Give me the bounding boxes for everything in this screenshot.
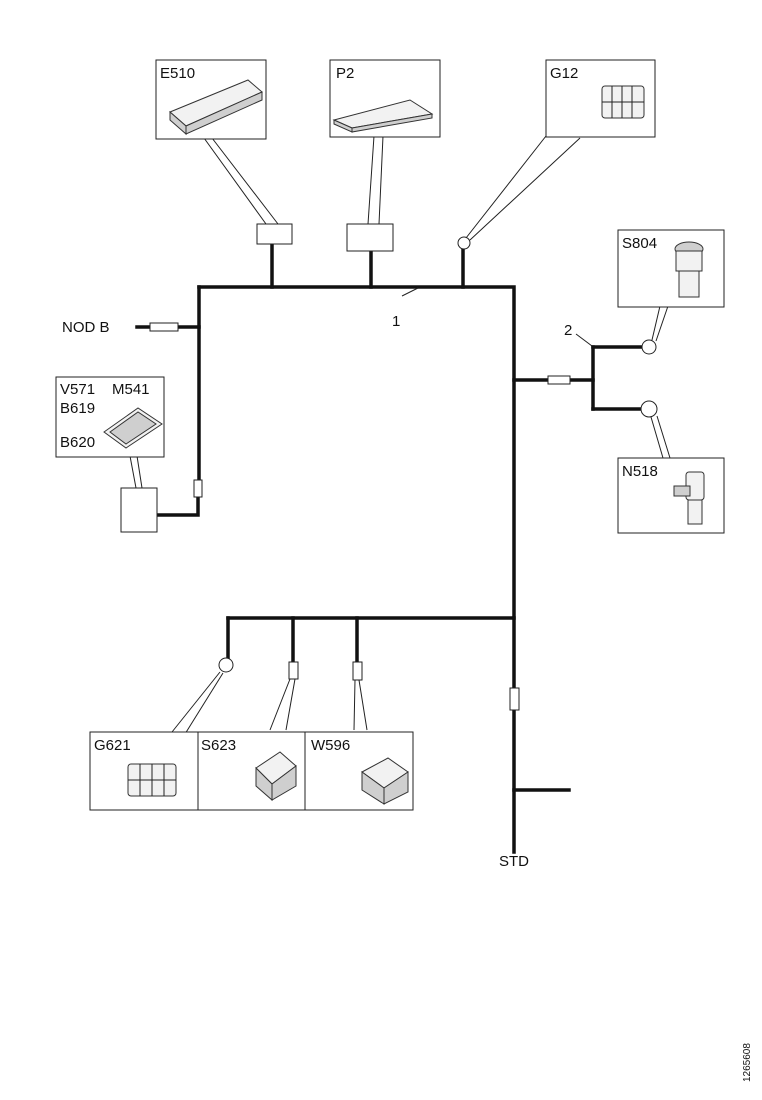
connector-std-inline [509, 687, 520, 711]
connectors [120, 223, 658, 711]
component-n518: N518 [617, 457, 725, 534]
label-g621: G621 [94, 737, 131, 754]
label-s623: S623 [201, 737, 236, 754]
label-v571: V571 [60, 381, 95, 398]
label-g12: G12 [550, 65, 578, 82]
label-n518: N518 [622, 463, 658, 480]
label-p2: P2 [336, 65, 354, 82]
module-v571 [120, 487, 158, 533]
callout-2: 2 [564, 322, 572, 339]
label-e510: E510 [160, 65, 195, 82]
label-m541: M541 [112, 381, 150, 398]
label-s804: S804 [622, 235, 657, 252]
label-b619: B619 [60, 400, 95, 417]
component-s804: S804 [617, 229, 725, 308]
leader-lines [129, 135, 671, 735]
connector-g12 [457, 236, 471, 250]
connector-right-inline [547, 375, 571, 385]
connector-w596 [352, 661, 363, 681]
connector-g621 [218, 657, 234, 673]
label-b620: B620 [60, 434, 95, 451]
component-g12: G12 [545, 59, 656, 138]
main-harness [135, 244, 644, 854]
connector-nod-b [149, 322, 179, 332]
component-e510: E510 [155, 59, 267, 140]
drawing-id: 1265608 [742, 1043, 753, 1082]
label-w596: W596 [311, 737, 350, 754]
component-p2: P2 [329, 59, 441, 138]
callout-1: 1 [392, 313, 400, 330]
label-std: STD [499, 853, 529, 870]
connector-s804 [641, 339, 657, 355]
component-v571-m541-b619-b620: V571 M541 B619 B620 [55, 376, 165, 458]
connector-e510 [256, 223, 293, 245]
label-nod-b: NOD B [62, 319, 110, 336]
connector-v571-inline [193, 479, 203, 498]
connector-n518 [640, 400, 658, 418]
bottom-component-strip: G621 S623 W596 [89, 731, 414, 811]
connector-p2 [346, 223, 394, 252]
connector-s623 [288, 661, 299, 680]
